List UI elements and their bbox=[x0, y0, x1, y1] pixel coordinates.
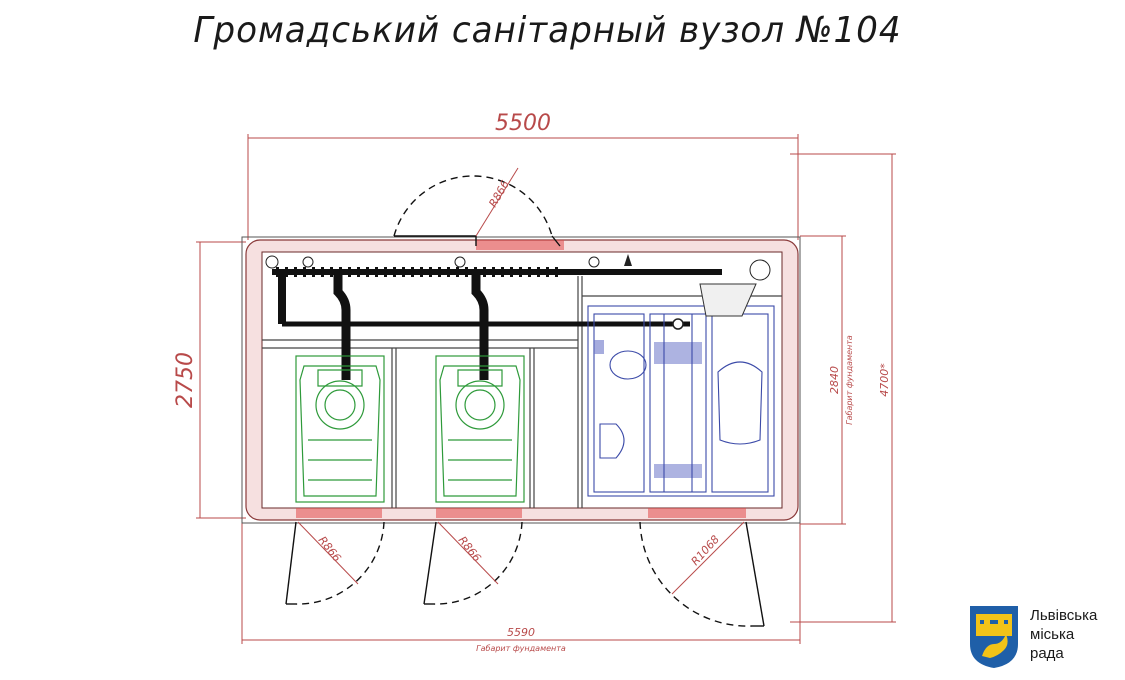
dimension-note-bottom-foundation: Габарит фундамента bbox=[476, 644, 566, 653]
dimension-label-top: 5500 bbox=[495, 111, 551, 136]
dimension-label-bottom: 5590 bbox=[507, 626, 535, 639]
partitions bbox=[262, 276, 782, 508]
dimension-left-height: 2750 bbox=[173, 241, 246, 519]
door-bottom-3: R1068 bbox=[639, 521, 765, 627]
logo-line-1: Львівська bbox=[1030, 607, 1098, 624]
door-bottom-3-radius: R1068 bbox=[689, 533, 723, 568]
city-council-logo: Львівська міська рада bbox=[968, 604, 1118, 672]
toilet-cabin-2 bbox=[435, 355, 525, 503]
page-title: Громадський санітарный вузол №104 bbox=[193, 10, 902, 51]
door-top: R866 bbox=[393, 167, 561, 247]
door-top-radius: R866 bbox=[486, 178, 512, 209]
dimension-top-width: 5500 bbox=[247, 111, 799, 240]
dimension-note-right-foundation: Габарит фундамента bbox=[845, 335, 854, 425]
dimension-right-outer: 4700* bbox=[790, 153, 896, 623]
logo-line-2: міська bbox=[1030, 626, 1075, 643]
dimension-label-left: 2750 bbox=[173, 352, 198, 408]
dimension-bottom-width: 5590 Габарит фундамента bbox=[241, 520, 801, 653]
door-bottom-2: R866 bbox=[423, 521, 523, 605]
door-bottom-2-radius: R866 bbox=[456, 534, 484, 565]
lviv-coat-of-arms-icon bbox=[970, 606, 1018, 668]
toilet-cabin-1 bbox=[295, 355, 385, 503]
dimension-label-right-2840: 2840 bbox=[828, 366, 841, 394]
dimension-label-right-4700: 4700* bbox=[878, 363, 891, 397]
dimension-right-foundation: 2840 Габарит фундамента bbox=[800, 235, 854, 525]
logo-line-3: рада bbox=[1030, 645, 1064, 662]
door-bottom-1: R866 bbox=[285, 521, 385, 605]
building-walls bbox=[245, 239, 799, 521]
piping bbox=[265, 254, 771, 380]
foundation-outline bbox=[241, 236, 801, 524]
door-bottom-1-radius: R866 bbox=[316, 534, 344, 565]
accessible-room bbox=[587, 283, 775, 497]
